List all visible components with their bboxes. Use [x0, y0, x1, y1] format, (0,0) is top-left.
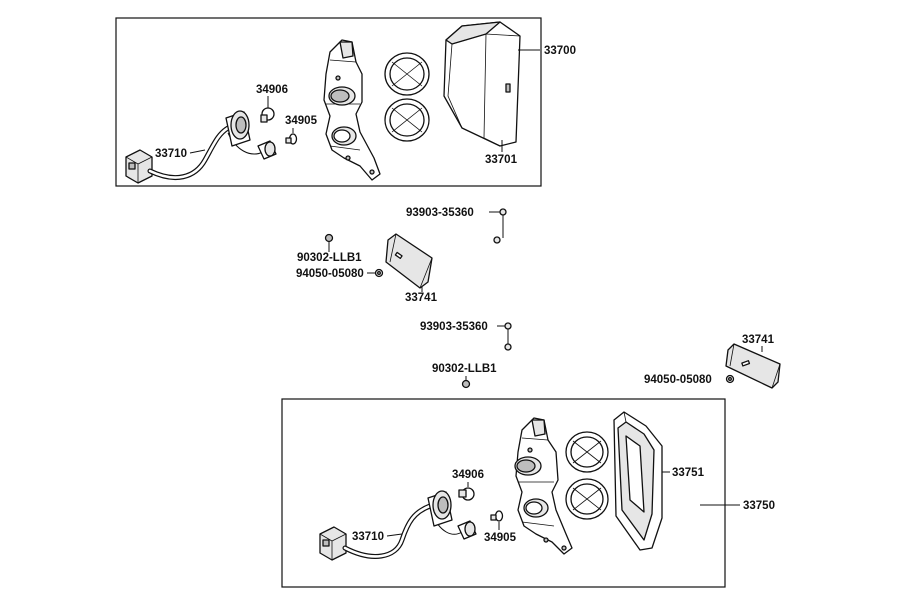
label-33750: 33750 — [743, 500, 775, 512]
lens-b — [613, 411, 663, 551]
reflector-plate-upper — [385, 233, 433, 292]
socket-large-b — [427, 490, 453, 527]
nut-right — [725, 374, 735, 384]
label-94050-05080-right: 94050-05080 — [644, 374, 712, 386]
socket-large-a — [225, 110, 251, 147]
screw-lower — [461, 376, 471, 389]
bolt-lower — [497, 322, 512, 351]
label-94050-05080-upper: 94050-05080 — [296, 268, 364, 280]
housing-a — [323, 39, 381, 181]
socket-small-b — [457, 520, 477, 540]
upper-assembly-frame — [115, 17, 542, 187]
lower-assembly-frame — [281, 398, 726, 588]
lower-assembly — [281, 398, 740, 588]
harness-connector-b — [319, 526, 347, 561]
middle-parts — [324, 208, 781, 389]
label-33710-lower: 33710 — [352, 531, 384, 543]
label-33710-upper: 33710 — [155, 148, 187, 160]
reflector-ring-lower-b — [565, 478, 609, 520]
reflector-ring-lower-a — [384, 98, 430, 142]
label-33700: 33700 — [544, 45, 576, 57]
label-34905-lower: 34905 — [484, 532, 517, 544]
reflector-ring-upper-b — [565, 431, 609, 473]
upper-assembly — [115, 17, 542, 187]
bulb-large-b — [458, 487, 475, 501]
label-33701: 33701 — [485, 154, 518, 166]
bulb-large-a — [260, 107, 275, 123]
label-93903-35360-upper: 93903-35360 — [406, 207, 474, 219]
screw-upper — [324, 233, 334, 252]
bulb-small-b — [490, 510, 504, 522]
label-34906-lower: 34906 — [452, 469, 484, 481]
label-34905-upper: 34905 — [285, 115, 318, 127]
part-labels: 33700 33701 34906 34905 33710 93903-3536… — [155, 45, 775, 544]
label-33741-right: 33741 — [742, 334, 775, 346]
label-93903-35360-lower: 93903-35360 — [420, 321, 488, 333]
label-33741-upper: 33741 — [405, 292, 438, 304]
label-90302-llb1-upper: 90302-LLB1 — [297, 252, 362, 264]
label-34906-upper: 34906 — [256, 84, 288, 96]
reflector-ring-upper-a — [384, 52, 430, 96]
bulb-small-a — [285, 133, 298, 145]
reflector-plate-right — [725, 343, 781, 389]
harness-connector-a — [125, 149, 153, 184]
nut-upper — [367, 268, 384, 278]
label-33751: 33751 — [672, 467, 705, 479]
lens-a — [443, 21, 521, 147]
label-90302-llb1-lower: 90302-LLB1 — [432, 363, 497, 375]
bolt-upper — [489, 208, 507, 244]
housing-b — [514, 417, 573, 555]
socket-small-a — [257, 140, 277, 160]
